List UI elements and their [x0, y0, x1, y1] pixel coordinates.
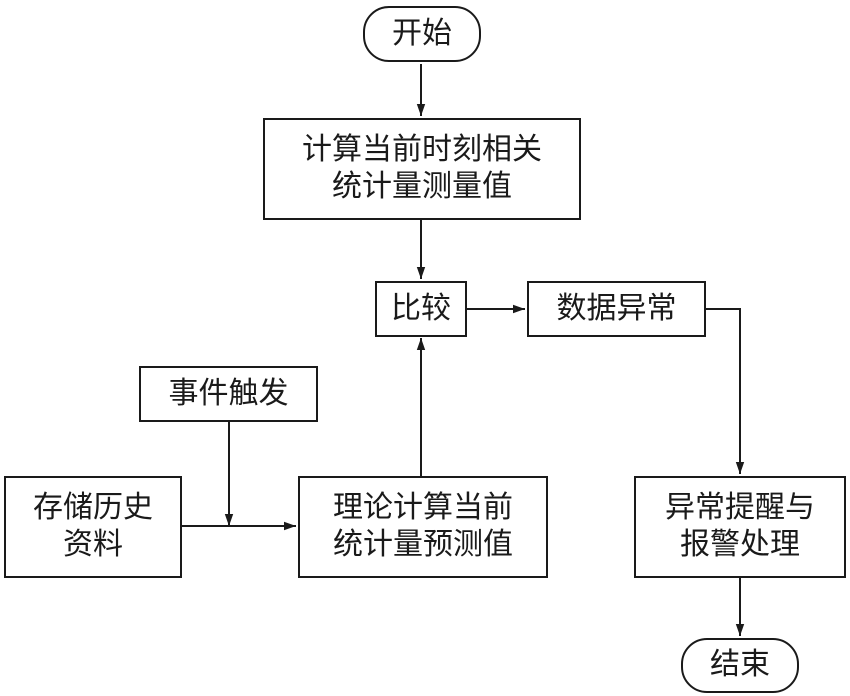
compare-box: 比较: [375, 281, 467, 337]
compute-current-line-2: 统计量测量值: [332, 169, 512, 204]
theory-prediction-line-2: 统计量预测值: [333, 527, 513, 562]
end-label: 结束: [710, 647, 770, 683]
theory-prediction-line-1: 理论计算当前: [333, 490, 513, 526]
end-terminal: 结束: [681, 638, 799, 693]
alarm-handling-box: 异常提醒与 报警处理: [634, 476, 846, 578]
data-anomaly-box: 数据异常: [527, 281, 706, 337]
start-label: 开始: [392, 15, 452, 51]
event-trigger-label: 事件触发: [168, 375, 289, 411]
alarm-handling-line-2: 报警处理: [680, 527, 800, 562]
theory-prediction-box: 理论计算当前 统计量预测值: [298, 476, 548, 578]
compute-current-line-1: 计算当前时刻相关: [302, 132, 542, 168]
compute-current-box: 计算当前时刻相关 统计量测量值: [263, 118, 581, 220]
event-trigger-box: 事件触发: [139, 366, 318, 422]
history-storage-line-2: 资料: [63, 527, 123, 562]
history-storage-box: 存储历史 资料: [4, 476, 182, 578]
compare-label: 比较: [391, 290, 451, 326]
data-anomaly-label: 数据异常: [556, 290, 677, 326]
edge-anomaly-to-alarm: [706, 308, 745, 474]
history-storage-line-1: 存储历史: [33, 490, 153, 526]
start-terminal: 开始: [363, 6, 481, 62]
alarm-handling-line-1: 异常提醒与: [665, 490, 815, 526]
